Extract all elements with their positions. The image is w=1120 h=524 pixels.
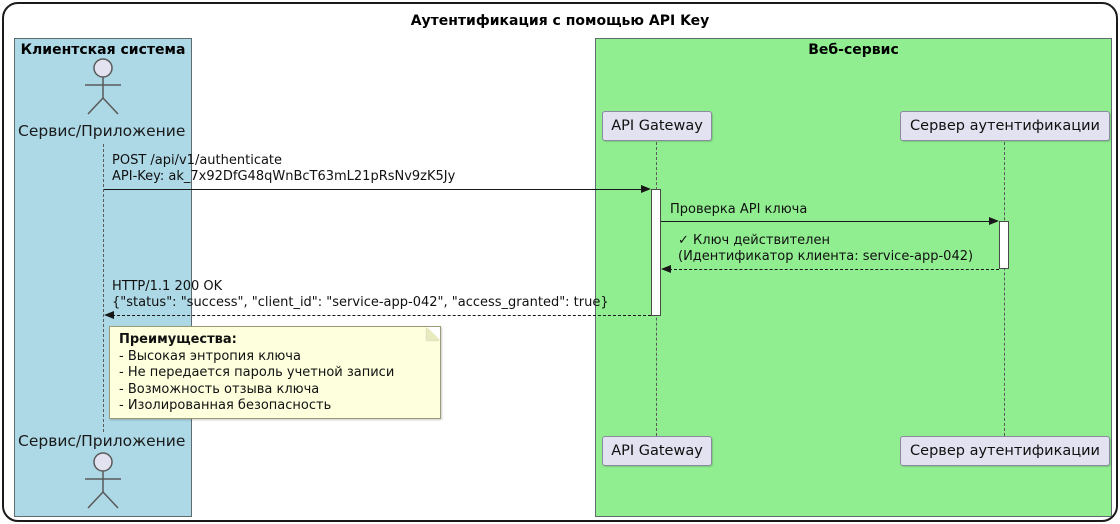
diagram-title: Аутентификация с помощью API Key bbox=[410, 13, 710, 29]
note-title: Преимущества: bbox=[119, 332, 237, 347]
message-2-arrowhead-icon bbox=[989, 217, 999, 225]
participant-api-gateway-bottom: API Gateway bbox=[602, 436, 712, 466]
activation-api-gateway bbox=[651, 189, 661, 316]
actor-label-bottom: Сервис/Приложение bbox=[18, 432, 186, 450]
note-item: - Высокая энтропия ключа bbox=[119, 348, 301, 364]
message-3-text: ✓ Ключ действителен (Идентификатор клиен… bbox=[678, 233, 973, 265]
message-2-line-1: Проверка API ключа bbox=[670, 202, 808, 217]
participant-auth-server-bottom: Сервер аутентификации bbox=[900, 436, 1110, 466]
client-system-frame: Клиентская система bbox=[14, 38, 192, 517]
message-4-text: HTTP/1.1 200 OK {"status": "success", "c… bbox=[112, 279, 609, 311]
message-1-line-2: API-Key: ak_7x92DfG48qWnBcT63mL21pRsNv9z… bbox=[112, 169, 456, 184]
actor-label-top: Сервис/Приложение bbox=[18, 122, 186, 140]
activation-auth-server bbox=[999, 221, 1009, 269]
message-2-text: Проверка API ключа bbox=[670, 202, 807, 218]
message-1-arrow-line bbox=[104, 189, 644, 190]
message-2-arrow-line bbox=[661, 221, 991, 222]
message-4-arrowhead-icon bbox=[104, 311, 114, 319]
message-3-arrow-line bbox=[669, 269, 999, 270]
message-3-line-2: (Идентификатор клиента: service-app-042) bbox=[678, 249, 974, 264]
actor-icon-bottom bbox=[81, 452, 125, 510]
message-4-arrow-line bbox=[112, 315, 651, 316]
message-4-line-2: {"status": "success", "client_id": "serv… bbox=[112, 295, 609, 310]
client-frame-title: Клиентская система bbox=[20, 42, 186, 58]
message-4-line-1: HTTP/1.1 200 OK bbox=[112, 279, 223, 294]
message-1-line-1: POST /api/v1/authenticate bbox=[112, 153, 283, 168]
note-item: - Не передается пароль учетной записи bbox=[119, 365, 395, 380]
service-frame-title: Веб-сервис bbox=[808, 42, 899, 58]
message-1-arrowhead-icon bbox=[641, 185, 651, 193]
participant-api-gateway-top: API Gateway bbox=[602, 111, 712, 141]
message-1-text: POST /api/v1/authenticate API-Key: ak_7x… bbox=[112, 153, 455, 185]
message-3-line-1: ✓ Ключ действителен bbox=[678, 233, 830, 248]
actor-icon bbox=[81, 58, 125, 116]
note-item: - Возможность отзыва ключа bbox=[119, 381, 320, 397]
lifeline-client bbox=[103, 144, 104, 432]
message-3-arrowhead-icon bbox=[661, 265, 671, 273]
note-item: - Изолированная безопасность bbox=[119, 398, 332, 413]
advantages-note: Преимущества: - Высокая энтропия ключа -… bbox=[109, 326, 441, 419]
lifeline-auth-server bbox=[1004, 142, 1005, 436]
participant-auth-server-top: Сервер аутентификации bbox=[900, 111, 1110, 141]
